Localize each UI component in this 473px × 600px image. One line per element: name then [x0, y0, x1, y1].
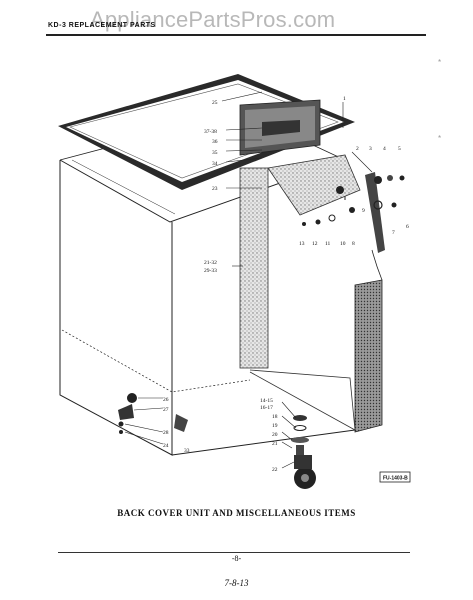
callout-21: 21 [272, 441, 278, 447]
callout-35: 35 [212, 150, 218, 156]
callout-23-top: 23 [212, 186, 218, 192]
edge-mark: * [438, 58, 442, 67]
callout-21-32: 21-32 [204, 260, 217, 266]
callout-37-38: 37-38 [204, 129, 217, 135]
figure-code-box [379, 471, 411, 483]
caster-assembly [291, 415, 316, 489]
callout-10: 10 [340, 241, 346, 247]
callout-2: 2 [356, 146, 359, 152]
footer-rule [58, 552, 410, 553]
callout-3: 3 [369, 146, 372, 152]
levelling-foot [118, 393, 188, 434]
callout-23-bottom: 33 [184, 448, 190, 454]
page-number: -8- [231, 554, 242, 563]
callout-27: 27 [163, 407, 169, 413]
back-cover-panel [239, 99, 321, 156]
handwritten-date: 7-8-13 [224, 578, 249, 588]
callout-6: 6 [406, 224, 409, 230]
callout-16-17: 16-17 [260, 405, 273, 411]
callout-20: 20 [272, 432, 278, 438]
callout-24: 24 [163, 443, 169, 449]
support-wire [371, 249, 383, 281]
page-header-title: KD-3 REPLACEMENT PARTS [48, 22, 156, 29]
callout-34: 34 [212, 161, 218, 167]
callout-36: 36 [212, 139, 218, 145]
callout-4: 4 [383, 146, 386, 152]
cover-plate [267, 154, 361, 216]
bracket-strap [365, 172, 385, 253]
callout-5: 5 [398, 146, 401, 152]
callout-11: 11 [325, 241, 331, 247]
callout-28: 28 [163, 430, 169, 436]
callout-1: 1 [343, 96, 346, 102]
callout-13: 13 [299, 241, 305, 247]
leader-lines [124, 91, 373, 469]
floor-plate [249, 369, 356, 431]
diagram-caption: BACK COVER UNIT AND MISCELLANEOUS ITEMS [117, 508, 356, 518]
callout-8: 8 [352, 241, 355, 247]
callout-14-15: 14-15 [260, 398, 273, 404]
callout-26: 26 [163, 397, 169, 403]
figure-code: FU-1403-B [383, 476, 408, 482]
watermark: AppliancePartsPros.com [90, 7, 336, 32]
callout-9: 9 [362, 208, 365, 214]
insulation-panel [239, 167, 269, 369]
callout-29-33: 29-33 [204, 268, 217, 274]
callout-22: 22 [272, 467, 278, 473]
header-rule [46, 34, 426, 36]
callout-7: 7 [392, 230, 395, 236]
callout-12: 12 [312, 241, 318, 247]
side-cover-panel [354, 279, 383, 433]
callout-19: 19 [272, 423, 278, 429]
callout-18: 18 [272, 414, 278, 420]
callout-25: 25 [212, 100, 218, 106]
hinge-hardware [302, 175, 405, 226]
edge-mark: * [438, 134, 442, 143]
